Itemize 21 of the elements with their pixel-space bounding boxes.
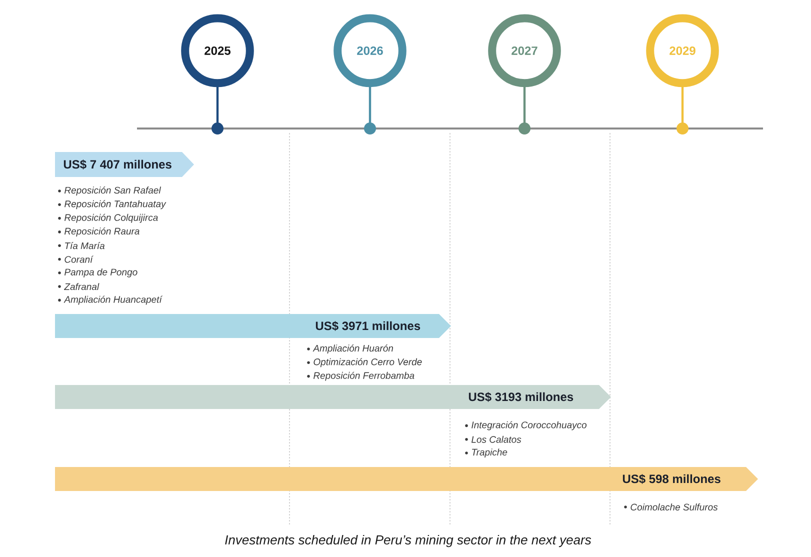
list-item: Reposición Colquijirca — [64, 214, 158, 223]
arrow-band: US$ 7 407 millones — [55, 152, 194, 177]
list-item: Reposición Ferrobamba — [314, 372, 414, 381]
list-item: Optimización Cerro Verde — [314, 358, 422, 368]
arrow-band: US$ 3193 millones — [55, 385, 611, 409]
list-item: Los Calatos — [472, 436, 522, 443]
arrow-band: US$ 3971 millones — [55, 314, 451, 338]
arrow-band: US$ 598 millones — [55, 467, 758, 491]
list-item: Integración Coroccohuayco — [472, 421, 587, 430]
list-item: Reposición Raura — [64, 227, 140, 236]
caption: Investments scheduled in Peru’s mining sector in the next years — [225, 534, 592, 548]
list-item: Zafranal — [64, 283, 100, 290]
list-item: Ampliación Huancapetí — [64, 296, 163, 305]
list-item: Reposición San Rafael — [64, 186, 162, 196]
list-item: Coraní — [64, 256, 94, 263]
list-item: Pampa de Pongo — [64, 268, 138, 278]
list-item: Ampliación Huarón — [312, 344, 394, 354]
list-item: Tía María — [65, 242, 105, 250]
list-item: Reposición Tantahuatay — [64, 200, 166, 210]
list-item: Coimolache Sulfuros — [630, 504, 718, 510]
list-item: Trapiche — [472, 448, 508, 458]
